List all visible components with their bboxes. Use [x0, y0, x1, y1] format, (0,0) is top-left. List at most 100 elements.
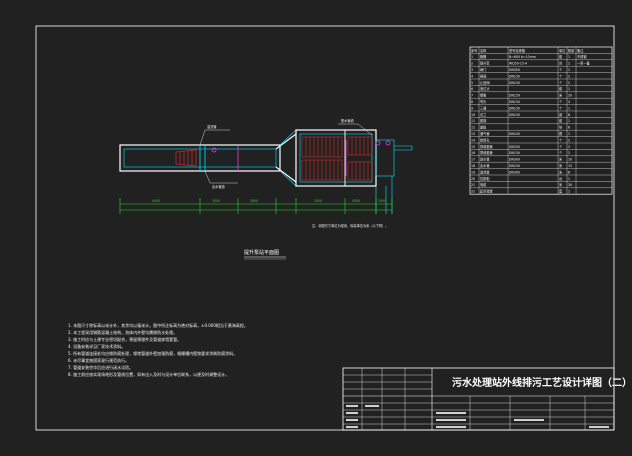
table-cell: 米 [559, 163, 563, 168]
plan-drawing: 配水管道 溢流管 出水管道 4000 3500 2800 3000 4500 2… [119, 118, 413, 260]
table-cell: DN300 [509, 170, 520, 174]
table-cell: 13 [471, 132, 475, 136]
table-cell: 2 [568, 62, 570, 66]
table-cell: DN300 [509, 158, 520, 162]
table-cell: 2 [471, 62, 473, 66]
table-cell: 液位计 [480, 86, 490, 91]
table-cell: 8 [471, 100, 473, 104]
table-cell: 20 [568, 94, 572, 98]
dim-label-2: 3500 [212, 199, 220, 203]
note-line: 7. 管道安装完毕后应进行闭水试验。 [68, 364, 133, 370]
table-cell: 15 [568, 164, 572, 168]
table-cell: 套 [559, 118, 563, 123]
table-cell: 穿墙套管 [480, 144, 493, 149]
table-cell: DN150 [509, 74, 520, 78]
table-cell: 6 [568, 126, 570, 130]
table-cell: 止回阀 [480, 80, 490, 85]
table-cell: 提升泵 [480, 61, 490, 66]
table-cell: 个 [559, 68, 563, 72]
table-cell: 9 [471, 106, 473, 110]
table-cell: DN300 [509, 68, 520, 72]
drawing-title: 污水处理站外线排污工艺设计详图（二） [452, 376, 632, 389]
table-cell: 个 [559, 138, 563, 142]
table-cell: 1 [568, 119, 570, 123]
table-header-cell: 数量 [568, 48, 575, 53]
table-cell: 1 [568, 190, 570, 194]
table-cell: 1 [568, 106, 570, 110]
table-cell: 7 [471, 94, 473, 98]
table-cell: DN150 [509, 100, 520, 104]
table-cell: 10 [471, 113, 475, 117]
table-cell: 个 [559, 151, 563, 155]
note-line: 4. 设备安装详见厂家技术资料。 [68, 343, 125, 349]
plan-note: 注：本图尺寸单位为毫米，标高单位为米（以下同）。 [312, 223, 389, 228]
table-cell: WQ50-15-4 [509, 62, 527, 66]
dim-label-3: 2800 [250, 199, 258, 203]
table-cell: DN150 [509, 81, 520, 85]
table-cell: 2 [568, 74, 570, 78]
table-cell: 18 [471, 164, 475, 168]
table-cell: 1 [568, 177, 570, 181]
table-cell: 个 [559, 145, 563, 149]
table-cell: 起吊装置 [480, 189, 493, 194]
table-cell: 格栅 [480, 54, 487, 59]
table-cell: 出水管 [480, 163, 490, 168]
note-line: 6. 未尽事宜按国家现行规范执行。 [68, 357, 129, 363]
table-cell: 11 [471, 119, 475, 123]
table-cell: 19 [471, 170, 475, 174]
table-cell: 爬梯 [480, 118, 487, 123]
table-cell: 17 [471, 158, 475, 162]
table-cell: 1 [568, 55, 570, 59]
table-cell: 进水管 [480, 157, 490, 162]
table-cell: 台 [559, 176, 562, 181]
table-cell: 套 [559, 189, 563, 194]
design-notes: 1. 本图尺寸除标高以米计外，其余均以毫米计。图中所注标高为绝对标高，±0.00… [68, 322, 248, 377]
table-cell: 2 [568, 151, 570, 155]
table-cell: DN150 [509, 164, 520, 168]
note-line: 3. 施工时应与土建专业密切配合，预留预埋件及管道穿墙套管。 [68, 336, 181, 342]
table-header-cell: 序号 [471, 48, 477, 53]
table-cell: 通气管 [480, 131, 490, 136]
table-cell: 16 [471, 151, 475, 155]
note-line: 5. 所有管道连接处均应做防腐处理，埋地管道外壁加强防腐，格栅槽内壁按要求涂刷防… [68, 350, 237, 356]
table-cell: 台 [559, 61, 562, 66]
table-cell: 1 [568, 68, 570, 72]
callout-label-1: 配水管道 [341, 118, 355, 123]
table-cell: 检修孔 [480, 137, 490, 142]
table-cell: 1 [568, 132, 570, 136]
note-line: 8. 施工前应核实现场地形及管线位置，如有出入及时与设计单位联系，以便及时调整设… [68, 371, 229, 377]
callout-label-3: 出水管道 [212, 184, 226, 189]
table-cell: 穿墙套管 [480, 150, 493, 155]
table-cell: 个 [559, 100, 563, 104]
table-cell: 14 [471, 138, 475, 142]
table-cell: 电缆 [480, 182, 487, 187]
table-cell: DN200 [509, 145, 520, 149]
table-cell: 1 [568, 87, 570, 91]
title-block: 污水处理站外线排污工艺设计详图（二） [342, 367, 632, 431]
table-cell: 一用一备 [577, 61, 591, 66]
table-cell: DN100 [509, 132, 520, 136]
table-cell: 副 [559, 112, 562, 117]
table-cell: 控制柜 [480, 176, 490, 181]
table-cell: 1 [471, 55, 473, 59]
sheet-border [35, 25, 615, 431]
note-line: 2. 本工程采用钢筋混凝土结构，池体内外壁均需做防水处理。 [68, 329, 177, 335]
table-cell: 12 [471, 126, 475, 130]
table-cell: 10 [568, 158, 572, 162]
table-cell: 米 [559, 182, 563, 187]
table-cell: 5 [471, 81, 473, 85]
table-cell: 8 [568, 170, 570, 174]
table-cell: 4 [568, 100, 570, 104]
table-cell: DN150 [509, 106, 520, 110]
table-cell: 21 [471, 183, 475, 187]
table-cell: 套 [559, 86, 563, 91]
table-cell: 个 [559, 81, 563, 85]
table-cell: 个 [559, 74, 563, 78]
dim-label-5: 4500 [352, 199, 360, 203]
table-cell: 15 [471, 145, 475, 149]
table-cell: 22 [471, 190, 475, 194]
table-cell: 3 [471, 68, 473, 72]
callout-label-2: 溢流管 [207, 124, 217, 129]
